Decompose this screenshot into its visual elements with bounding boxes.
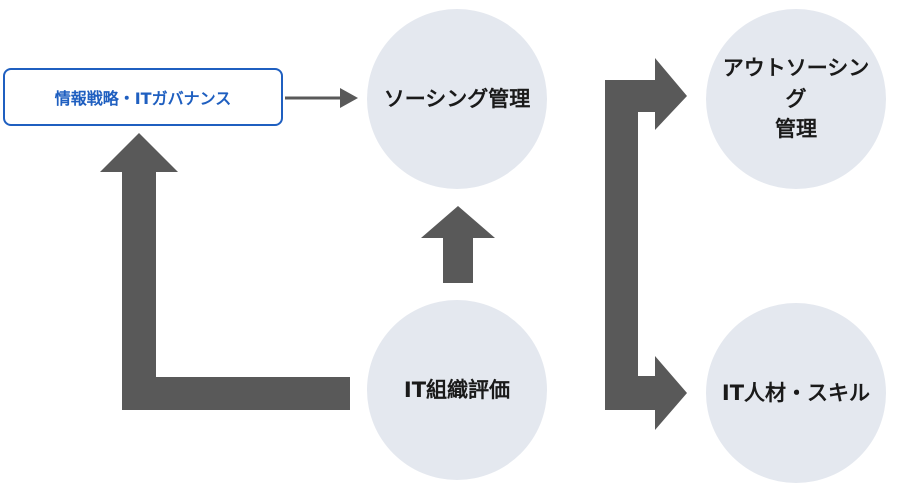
eval-to-strategy-arrow bbox=[100, 133, 350, 410]
outsourcing-management-label-line1: アウトソーシング bbox=[722, 56, 870, 111]
it-talent-skills-label: IT人材・スキル bbox=[721, 380, 871, 405]
it-organization-evaluation-node: IT組織評価 bbox=[367, 300, 547, 480]
strategy-to-sourcing-arrowhead bbox=[340, 88, 358, 108]
outsourcing-management-node: アウトソーシング 管理 bbox=[706, 9, 886, 189]
sourcing-management-node: ソーシング管理 bbox=[367, 9, 547, 189]
strategy-governance-box: 情報戦略・ITガバナンス bbox=[3, 68, 283, 126]
eval-to-sourcing-arrow bbox=[421, 206, 495, 283]
it-organization-evaluation-label: IT組織評価 bbox=[403, 377, 511, 402]
outsourcing-management-label-line2: 管理 bbox=[775, 117, 817, 142]
strategy-governance-label: 情報戦略・ITガバナンス bbox=[54, 89, 232, 108]
it-talent-skills-node: IT人材・スキル bbox=[706, 303, 886, 483]
sourcing-management-label: ソーシング管理 bbox=[383, 86, 531, 111]
sourcing-branch-arrow bbox=[605, 58, 687, 430]
